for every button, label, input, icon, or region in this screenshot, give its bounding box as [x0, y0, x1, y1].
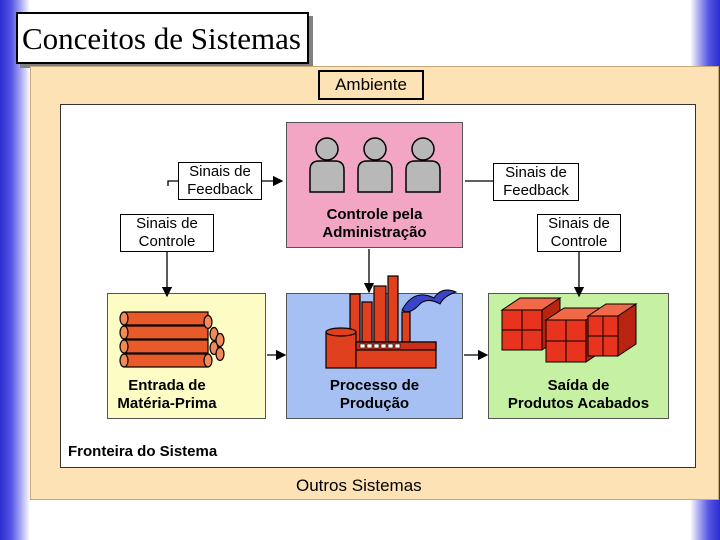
feedback-left-label-line2: Feedback — [182, 181, 258, 199]
control-left-label: Sinais de Controle — [120, 214, 214, 252]
control-right-label-line1: Sinais de — [541, 215, 617, 233]
control-right-label: Sinais de Controle — [537, 214, 621, 252]
finished-goods-label: Saída de Produtos Acabados — [488, 377, 669, 413]
control-right-label-line2: Controle — [541, 233, 617, 251]
feedback-left-label: Sinais de Feedback — [178, 162, 262, 200]
factory-icon — [322, 272, 462, 372]
finished-goods-label-line1: Saída de — [488, 377, 669, 395]
management-label-line2: Administração — [286, 224, 463, 242]
feedback-right-label: Sinais de Feedback — [493, 163, 579, 201]
pipes-icon — [118, 308, 230, 370]
process-label-line1: Processo de — [286, 377, 463, 395]
process-label: Processo de Produção — [286, 377, 463, 413]
finished-goods-label-line2: Produtos Acabados — [488, 395, 669, 413]
other-systems-label: Outros Sistemas — [296, 477, 422, 495]
feedback-right-label-line2: Feedback — [497, 182, 575, 200]
raw-material-label-line1: Entrada de — [107, 377, 227, 395]
control-left-label-line2: Controle — [124, 233, 210, 251]
people-icon — [305, 134, 445, 196]
process-label-line2: Produção — [286, 395, 463, 413]
management-label: Controle pela Administração — [286, 206, 463, 242]
feedback-left-label-line1: Sinais de — [182, 163, 258, 181]
management-label-line1: Controle pela — [286, 206, 463, 224]
feedback-right-label-line1: Sinais de — [497, 164, 575, 182]
system-boundary-label: Fronteira do Sistema — [68, 443, 217, 461]
raw-material-label: Entrada de Matéria-Prima — [107, 377, 227, 413]
raw-material-label-line2: Matéria-Prima — [107, 395, 227, 413]
control-left-label-line1: Sinais de — [124, 215, 210, 233]
boxes-icon — [500, 294, 640, 366]
